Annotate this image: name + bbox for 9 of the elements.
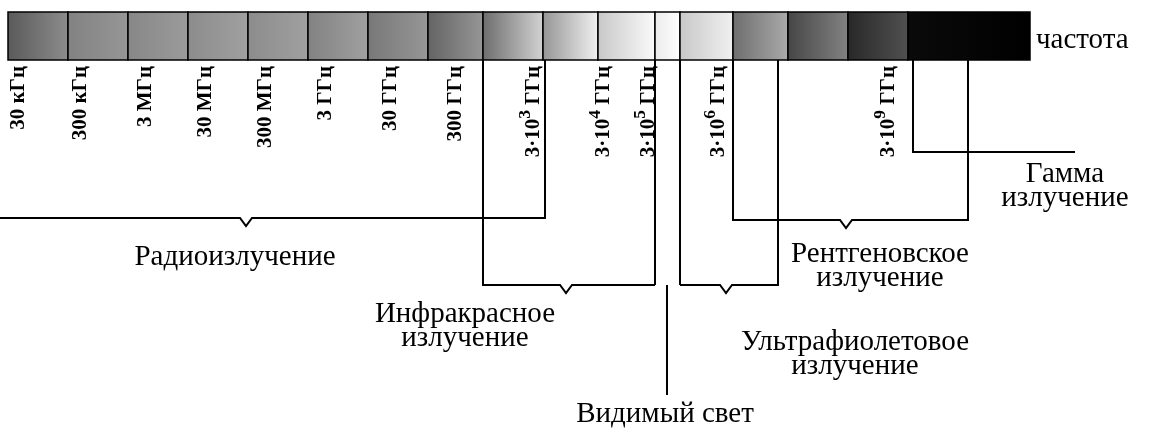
frequency-label: 3 МГц	[133, 66, 155, 128]
frequency-label: 300 МГц	[253, 66, 275, 149]
frequency-label: 300 кГц	[68, 66, 90, 141]
frequency-label: 30 МГц	[193, 66, 215, 138]
frequency-label: 3 ГГц	[313, 66, 335, 121]
axis-label: частота	[1036, 22, 1129, 55]
frequency-label: 30 ГГц	[378, 66, 400, 132]
frequency-label: 30 кГц	[6, 66, 28, 130]
frequency-label: 300 ГГц	[443, 66, 465, 142]
